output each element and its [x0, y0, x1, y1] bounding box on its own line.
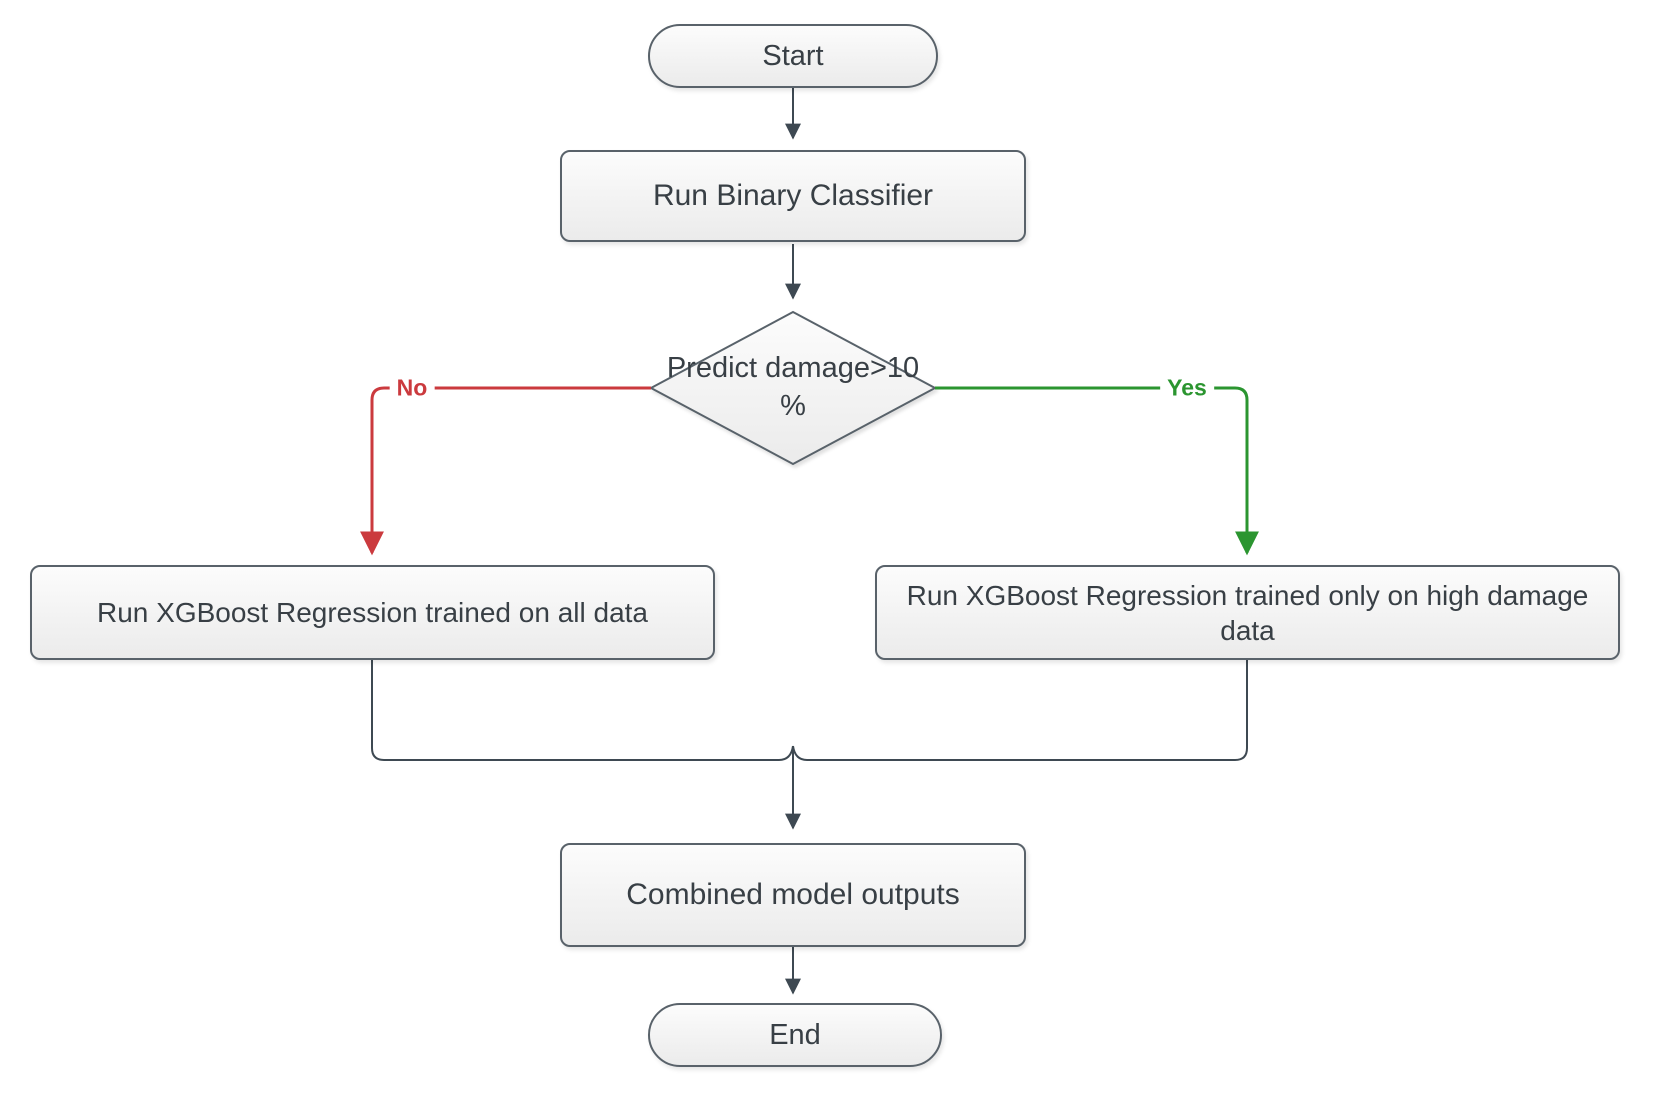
no-edge-label: No — [389, 373, 435, 403]
edge-yes-branch — [935, 386, 1259, 556]
edge-merge-right — [792, 660, 1248, 761]
regression-high-node-label: Run XGBoost Regression trained only on h… — [906, 579, 1589, 646]
yes-edge-label: Yes — [1160, 373, 1214, 403]
edge-merge-left — [371, 660, 794, 761]
end-node-label: End — [769, 1018, 821, 1051]
start-node: Start — [648, 24, 938, 88]
decision-node-label: Predict damage>10 % — [666, 352, 920, 422]
end-node: End — [648, 1003, 942, 1067]
regression-all-node: Run XGBoost Regression trained on all da… — [30, 565, 715, 660]
start-node-label: Start — [762, 39, 824, 72]
regression-all-node-label: Run XGBoost Regression trained on all da… — [97, 597, 648, 628]
decision-diamond — [648, 310, 938, 466]
classifier-node-label: Run Binary Classifier — [652, 179, 934, 213]
combined-node-label: Combined model outputs — [626, 878, 960, 912]
regression-high-node: Run XGBoost Regression trained only on h… — [875, 565, 1620, 660]
decision-node: Predict damage>10 % — [663, 338, 923, 438]
classifier-node: Run Binary Classifier — [560, 150, 1026, 242]
edge-no-branch — [360, 386, 651, 556]
combined-node: Combined model outputs — [560, 843, 1026, 947]
